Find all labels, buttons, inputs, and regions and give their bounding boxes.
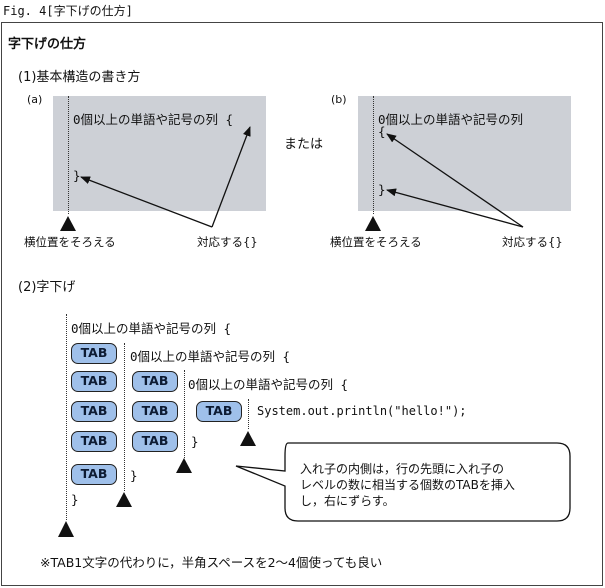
tab-key: TAB	[71, 431, 117, 452]
panel-a-tag: (a)	[27, 93, 43, 106]
panel-b-pair-label: 対応する{}	[502, 235, 563, 249]
pointer-arrow	[386, 188, 524, 228]
panel-a-line1: 0個以上の単語や記号の列 {	[73, 112, 234, 127]
panel-a-guide-line	[68, 96, 69, 214]
close-brace-level1: }	[130, 468, 138, 483]
pointer-arrow	[386, 133, 524, 228]
callout-line-3: し，右にずらす。	[300, 494, 395, 508]
figure-title: 字下げの仕方	[8, 37, 87, 52]
panel-b-align-label: 横位置をそろえる	[330, 235, 422, 249]
pointer-arrow	[211, 126, 251, 228]
indent-marker-triangle	[240, 431, 256, 446]
indent-guide-level1	[124, 343, 125, 491]
indent-marker-triangle	[176, 458, 192, 473]
callout-line-2: レベルの数に相当する個数のTABを挿入	[300, 478, 515, 492]
callout-bubble	[235, 442, 571, 522]
tab-key: TAB	[71, 371, 117, 392]
figure-label: Fig. 4[字下げの仕方]	[3, 4, 133, 18]
code-line-2: 0個以上の単語や記号の列 {	[188, 377, 349, 392]
close-brace-level0: }	[71, 492, 79, 507]
indent-marker-triangle	[58, 521, 74, 537]
callout-line-1: 入れ子の内側は，行の先頭に入れ子の	[300, 462, 505, 476]
tab-key: TAB	[132, 431, 178, 452]
or-text: または	[284, 137, 324, 152]
panel-b-line1: 0個以上の単語や記号の列	[378, 112, 524, 127]
panel-a-pair-label: 対応する{}	[197, 235, 258, 249]
panel-a-close-brace: }	[73, 168, 81, 183]
panel-a-box	[53, 96, 266, 211]
panel-a-align-label: 横位置をそろえる	[24, 235, 116, 249]
indent-guide-level2	[184, 370, 185, 458]
section2-heading: (2)字下げ	[18, 280, 76, 295]
panel-b-tag: (b)	[331, 93, 347, 106]
tab-key: TAB	[71, 464, 117, 485]
tab-key: TAB	[71, 343, 117, 364]
panel-b-close-brace: }	[378, 182, 386, 197]
panel-b-open-brace: {	[378, 124, 386, 139]
indent-guide-level3	[248, 399, 249, 429]
pointer-arrow	[80, 176, 213, 228]
code-line-3: System.out.println("hello!");	[257, 404, 467, 418]
tab-key: TAB	[132, 371, 178, 392]
tab-key: TAB	[132, 401, 178, 422]
panel-b-guide-line	[373, 96, 374, 214]
align-marker-triangle	[60, 216, 76, 231]
align-marker-triangle	[365, 216, 381, 231]
indent-marker-triangle	[116, 492, 132, 507]
section1-heading: (1)基本構造の書き方	[18, 70, 141, 85]
figure-frame	[1, 22, 603, 586]
code-line-0: 0個以上の単語や記号の列 {	[71, 321, 232, 336]
footnote: ※TAB1文字の代わりに，半角スペースを2～4個使っても良い	[40, 555, 383, 570]
close-brace-level2: }	[191, 434, 199, 449]
tab-key: TAB	[196, 401, 242, 422]
code-line-1: 0個以上の単語や記号の列 {	[130, 349, 291, 364]
indent-guide-level0	[66, 314, 67, 520]
tab-key: TAB	[71, 401, 117, 422]
